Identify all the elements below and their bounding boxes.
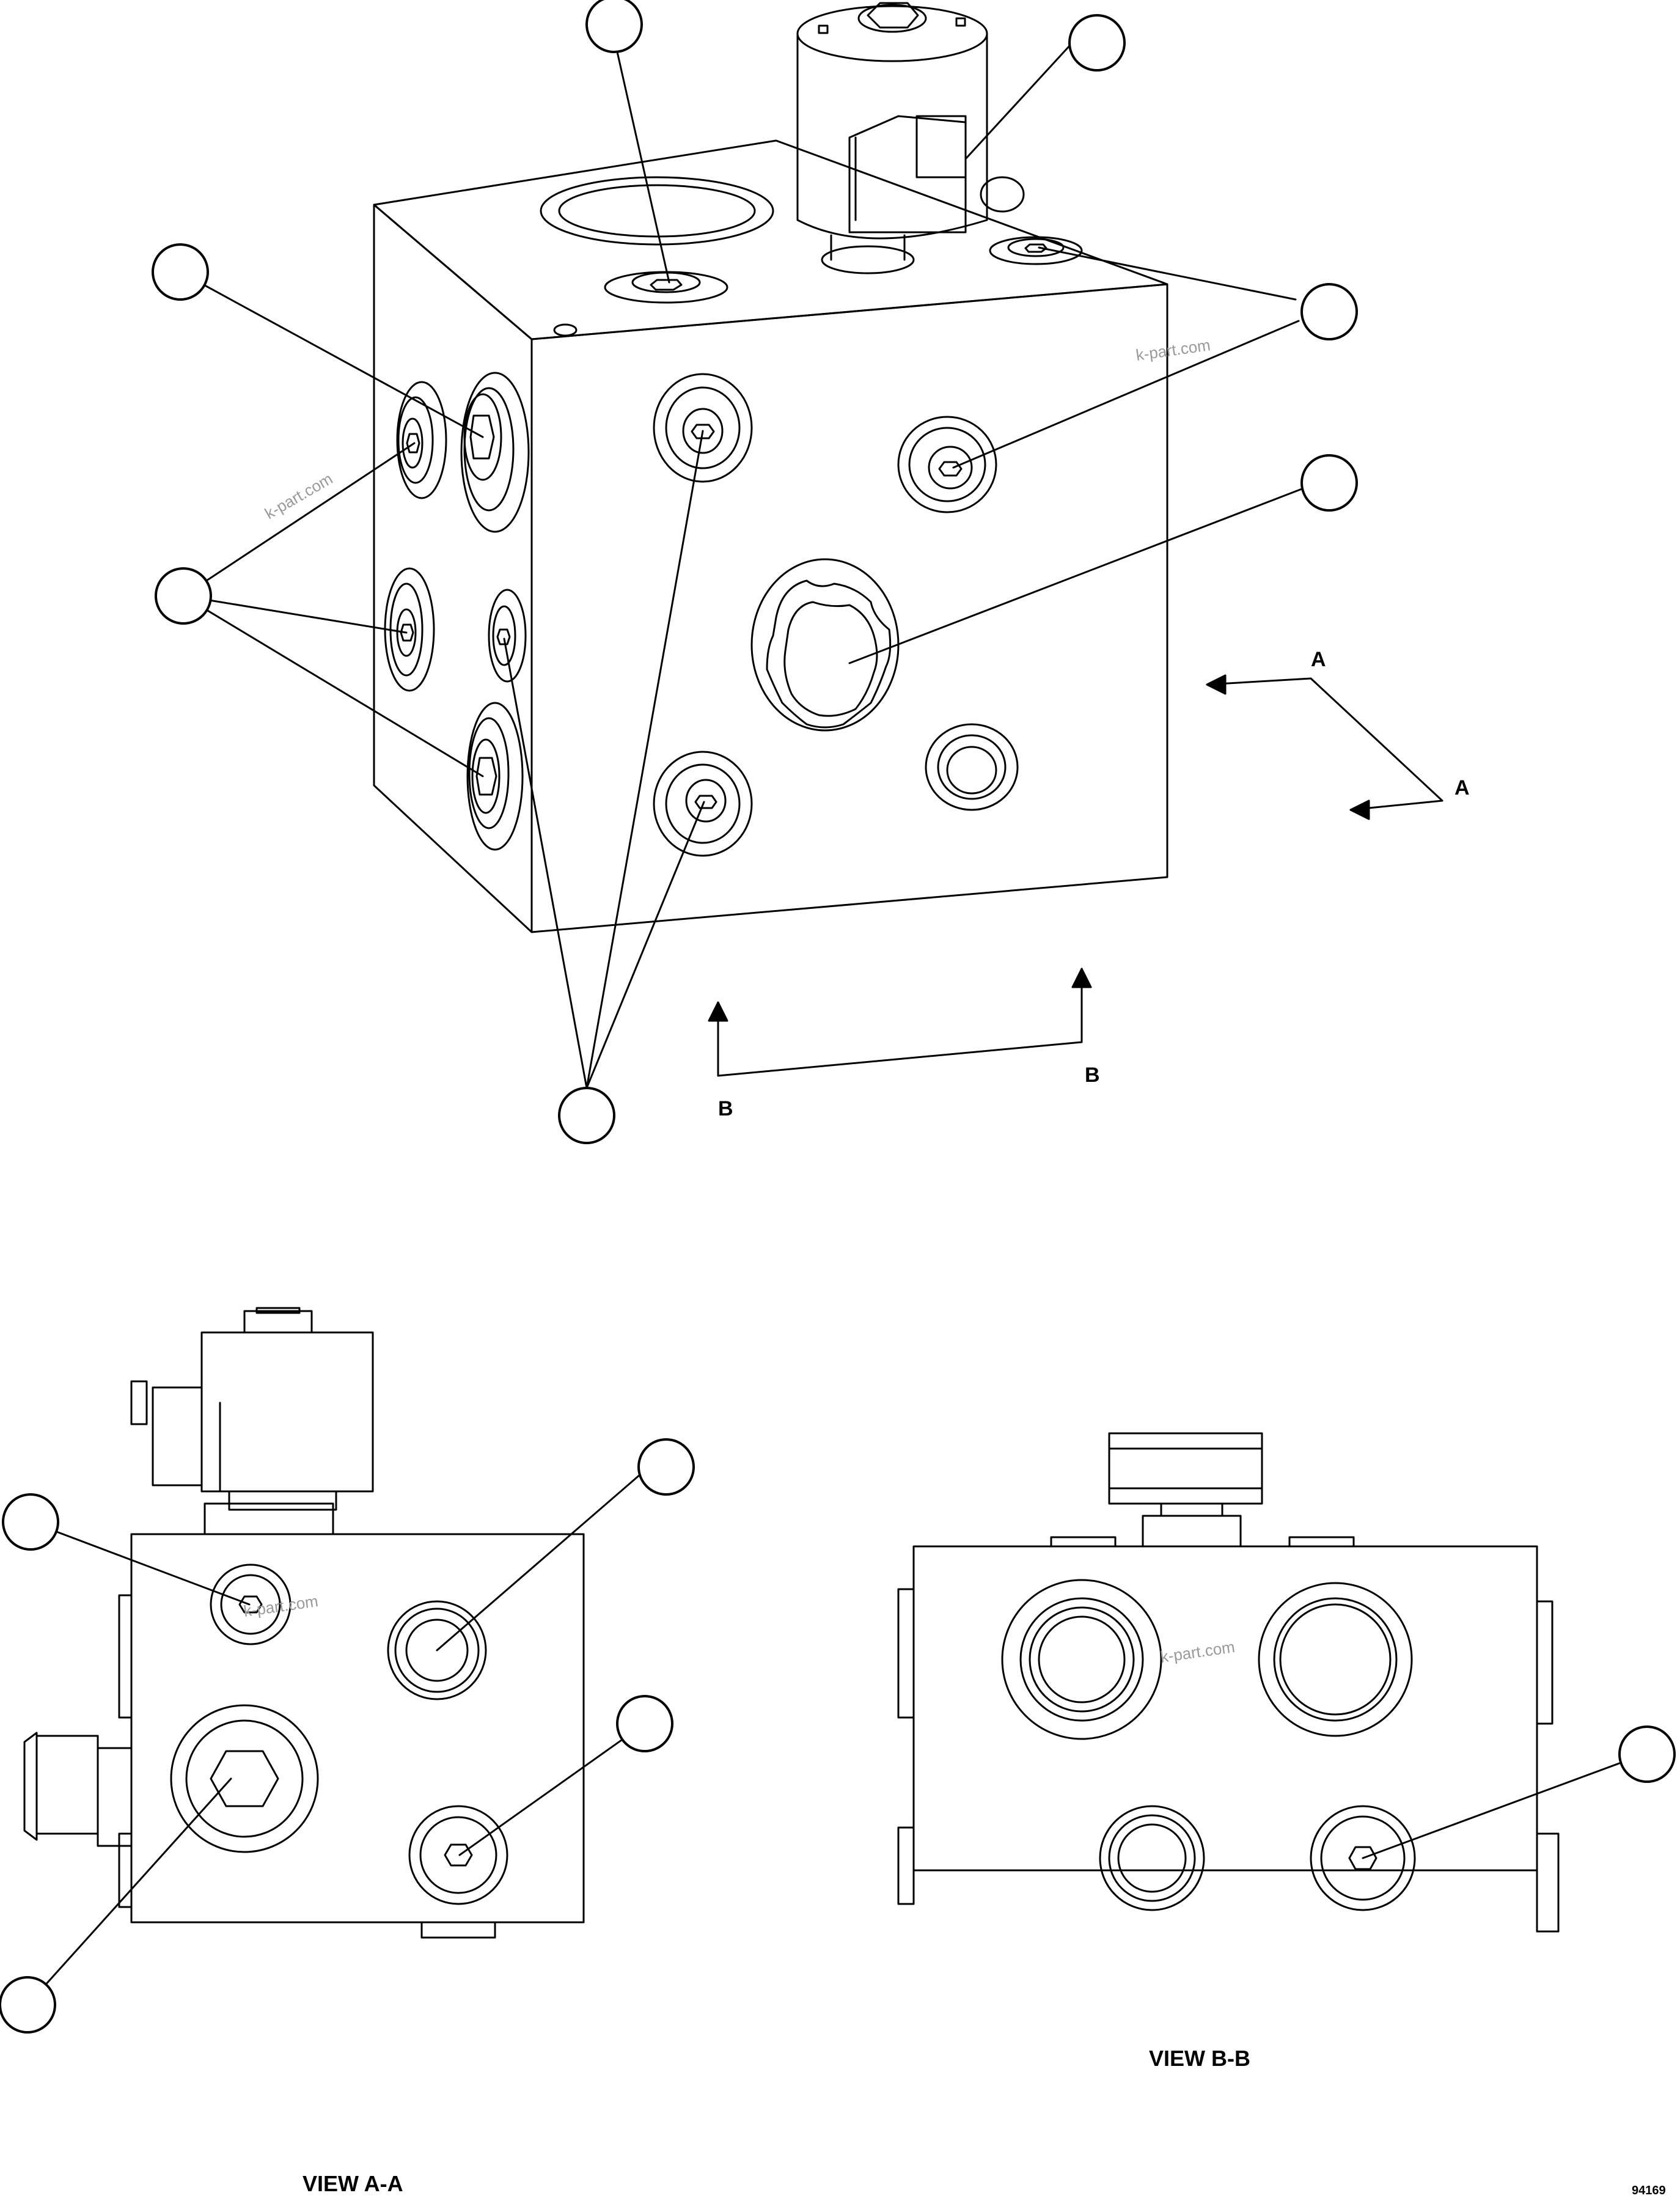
- callout-balloon: [616, 1695, 673, 1752]
- callout-balloons: [0, 0, 1676, 2034]
- top-small-hole: [553, 323, 578, 337]
- callout-balloon: [637, 1438, 695, 1496]
- adjusting-knob: [750, 558, 900, 732]
- top-right-plug: [989, 236, 1083, 265]
- callout-balloon: [1068, 14, 1126, 72]
- callout-balloon: [155, 567, 212, 625]
- isometric-valve-block: [373, 2, 1443, 1077]
- callout-balloon: [558, 1087, 615, 1144]
- callout-balloon: [0, 1976, 56, 2034]
- callout-balloon: [152, 243, 209, 301]
- left-face-ports: [384, 372, 530, 851]
- section-label-a-bottom: A: [1454, 776, 1470, 799]
- callout-balloon: [1300, 454, 1358, 512]
- view-a-a-drawing: [23, 1307, 585, 1939]
- callout-balloon: [1300, 283, 1358, 340]
- top-plug: [604, 271, 728, 304]
- view-a-title: VIEW A-A: [303, 2171, 403, 2196]
- callout-balloon: [2, 1493, 59, 1551]
- watermark: k-part.com: [1159, 1637, 1236, 1666]
- leader-lines: [26, 45, 1645, 2006]
- figure-code: 94169: [1632, 2184, 1666, 2197]
- front-face-ports: [653, 373, 1019, 857]
- view-a-block: [130, 1533, 585, 1924]
- view-b-knob: [1108, 1432, 1263, 1505]
- solenoid-nut: [857, 4, 927, 33]
- section-arrow-b: [708, 968, 1092, 1077]
- solenoid-coil: [796, 2, 988, 274]
- view-b-b-drawing: [897, 1432, 1560, 1933]
- callout-balloon: [1618, 1725, 1676, 1783]
- section-label-a-top: A: [1311, 648, 1326, 671]
- watermark: k-part.com: [1135, 336, 1212, 364]
- section-label-b-left: B: [718, 1097, 733, 1120]
- section-label-b-right: B: [1085, 1064, 1100, 1087]
- block-left-face: [373, 204, 533, 933]
- view-b-title: VIEW B-B: [1149, 2046, 1250, 2071]
- top-large-port: [540, 176, 774, 246]
- top-right-port: [980, 176, 1025, 213]
- section-arrow-a: [1206, 674, 1443, 820]
- view-b-block: [912, 1545, 1538, 1872]
- watermark: k-part.com: [262, 469, 336, 523]
- block-front-face: [530, 283, 1168, 933]
- callout-balloon: [585, 0, 643, 53]
